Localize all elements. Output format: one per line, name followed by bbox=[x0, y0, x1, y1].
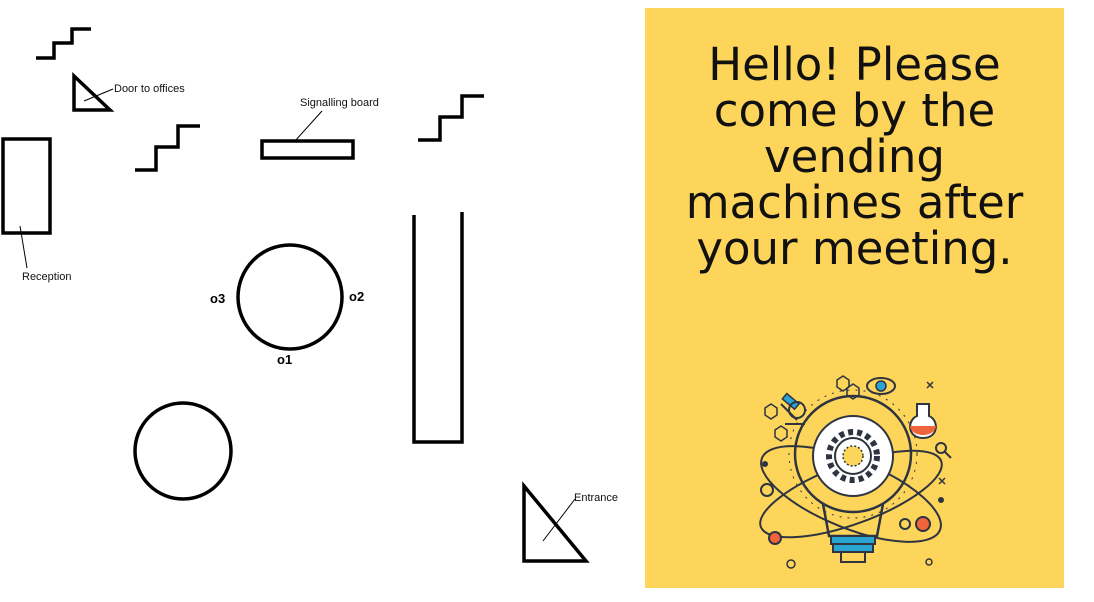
door-to-offices-leader bbox=[83, 88, 114, 102]
seat-o3-label: o3 bbox=[210, 291, 225, 306]
stairs-icon bbox=[36, 27, 91, 60]
magnifier-icon bbox=[935, 442, 952, 459]
reception-label: Reception bbox=[22, 271, 72, 283]
door-to-offices-label: Door to offices bbox=[114, 83, 185, 95]
stairs-icon bbox=[418, 94, 484, 142]
microscope-icon bbox=[780, 392, 806, 425]
signalling-board-leader bbox=[294, 110, 323, 142]
entrance-leader bbox=[542, 498, 576, 542]
door-to-offices-triangle bbox=[72, 71, 115, 112]
long-counter bbox=[412, 212, 464, 444]
signalling-board bbox=[260, 139, 355, 160]
reception-leader bbox=[19, 225, 28, 269]
round-table bbox=[133, 401, 233, 501]
signalling-board-label: Signalling board bbox=[300, 97, 379, 109]
seat-o1-label: o1 bbox=[277, 352, 292, 367]
entrance-label: Entrance bbox=[574, 492, 618, 504]
meeting-table bbox=[236, 243, 344, 351]
lightbulb-science-icon bbox=[759, 375, 952, 569]
stairs-icon bbox=[135, 124, 200, 172]
seat-o2-label: o2 bbox=[349, 289, 364, 304]
flask-icon bbox=[909, 403, 937, 440]
entrance-triangle bbox=[522, 481, 590, 563]
eye-icon bbox=[866, 377, 896, 395]
poster-message: Hello! Please come by the vending machin… bbox=[685, 38, 1024, 275]
reception-desk bbox=[1, 137, 52, 235]
gear-icon bbox=[826, 429, 880, 483]
